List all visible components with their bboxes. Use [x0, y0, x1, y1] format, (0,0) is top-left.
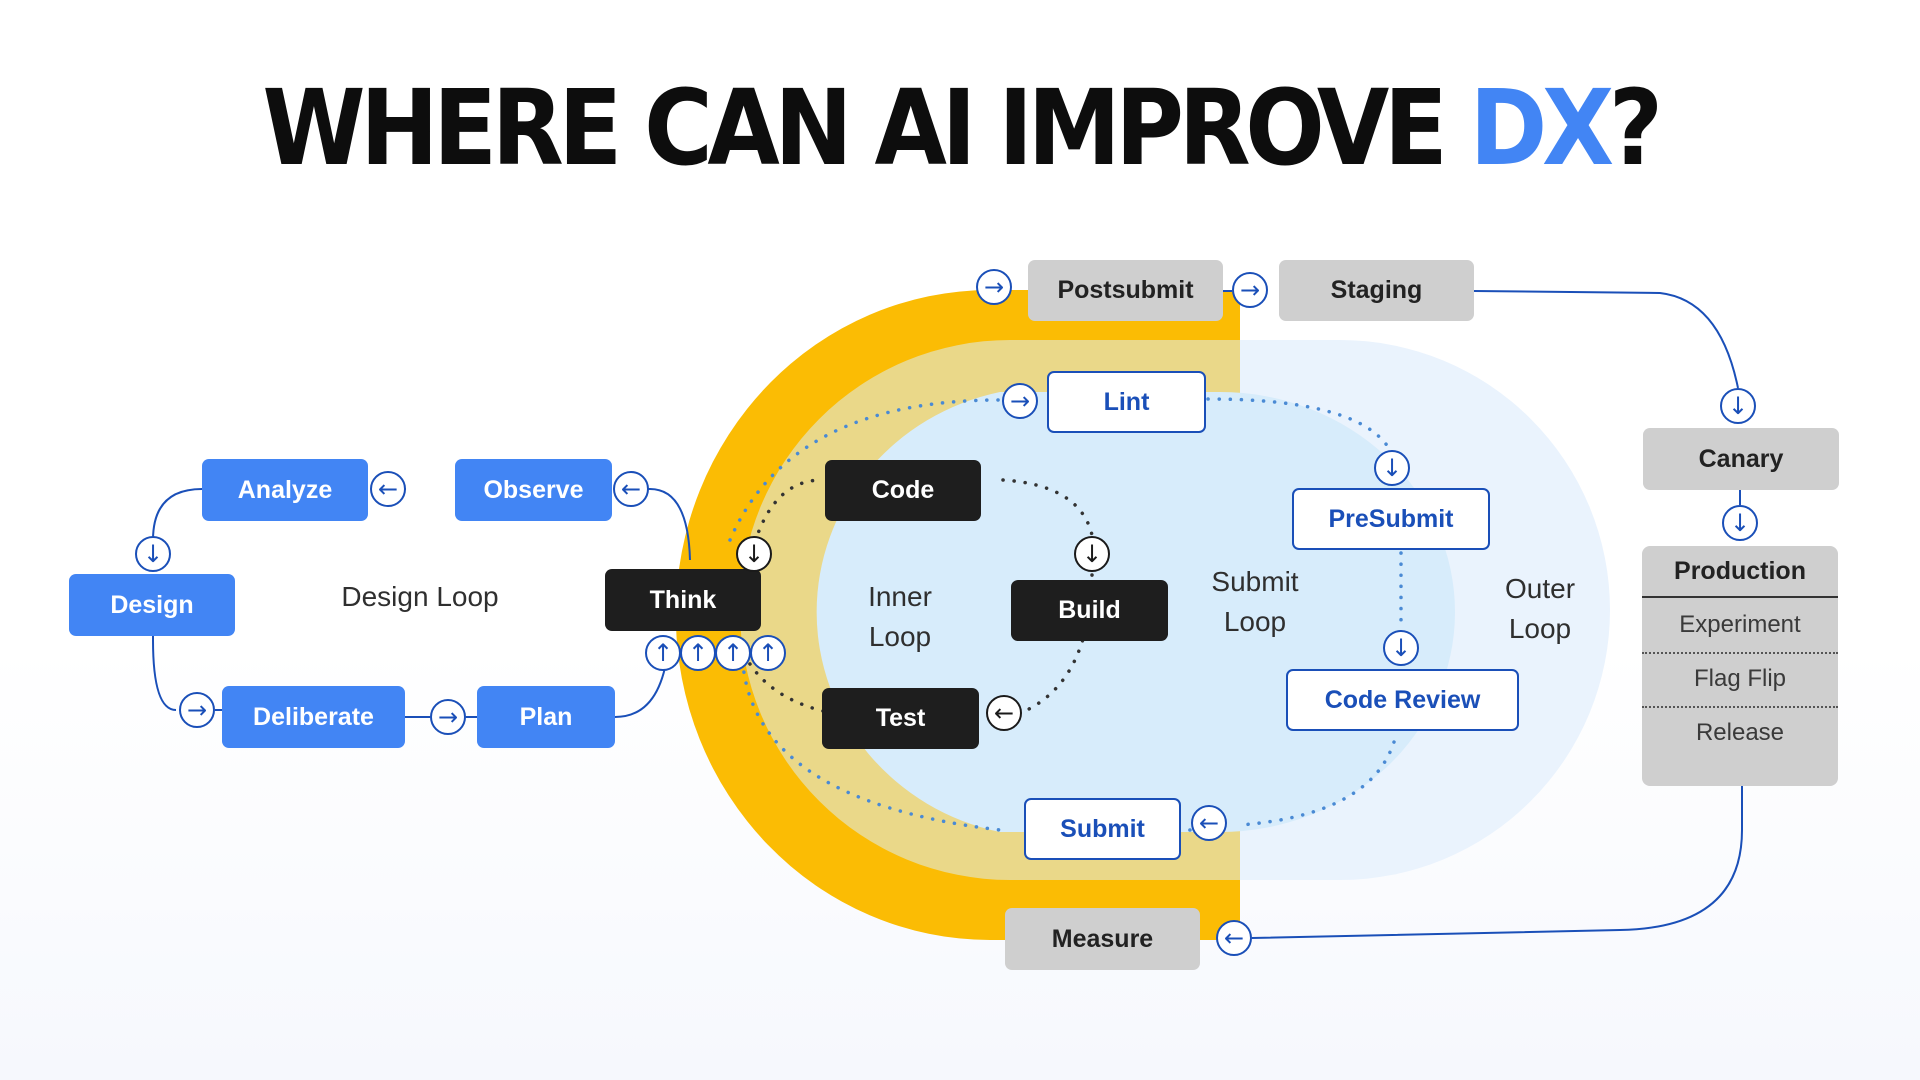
arrow-down-icon: ↓	[1722, 505, 1758, 541]
node-analyze[interactable]: Analyze	[202, 459, 368, 521]
arrow-down-icon: ↓	[1074, 536, 1110, 572]
node-presubmit[interactable]: PreSubmit	[1292, 488, 1490, 550]
node-lint[interactable]: Lint	[1047, 371, 1206, 433]
title-main: WHERE CAN AI IMPROVE	[262, 67, 1470, 189]
title-accent: DX	[1469, 67, 1614, 189]
inner-loop-label-line2: Loop	[868, 621, 932, 652]
inner-loop-label-line1: Inner	[868, 581, 932, 612]
arrow-down-icon: ↓	[1383, 630, 1419, 666]
node-test[interactable]: Test	[822, 688, 979, 749]
node-think[interactable]: Think	[605, 569, 761, 631]
node-measure[interactable]: Measure	[1005, 908, 1200, 970]
arrow-down-icon: ↓	[135, 536, 171, 572]
arrow-up-icon: ↑	[645, 635, 681, 671]
page-title: WHERE CAN AI IMPROVE DX?	[96, 58, 1824, 198]
arrow-right-icon: →	[430, 699, 466, 735]
node-submit[interactable]: Submit	[1024, 798, 1181, 860]
arrow-down-icon: ↓	[1374, 450, 1410, 486]
node-build[interactable]: Build	[1011, 580, 1168, 641]
node-observe[interactable]: Observe	[455, 459, 612, 521]
production-item-flag-flip[interactable]: Flag Flip	[1642, 652, 1838, 708]
arrow-left-icon: ←	[1191, 805, 1227, 841]
node-postsubmit[interactable]: Postsubmit	[1028, 260, 1223, 321]
arrow-left-icon: ←	[986, 695, 1022, 731]
production-title: Production	[1642, 546, 1838, 598]
arrow-left-icon: ←	[1216, 920, 1252, 956]
arrow-left-icon: ←	[370, 471, 406, 507]
outer-loop-connectors	[1223, 290, 1743, 939]
arrow-up-icon: ↑	[715, 635, 751, 671]
arrow-left-icon: ←	[613, 471, 649, 507]
node-plan[interactable]: Plan	[477, 686, 615, 748]
production-item-experiment[interactable]: Experiment	[1642, 598, 1838, 654]
node-code[interactable]: Code	[825, 460, 981, 521]
submit-loop-label-line2: Loop	[1223, 606, 1287, 637]
submit-loop-label-line1: Submit	[1211, 566, 1299, 597]
arrow-down-icon: ↓	[736, 536, 772, 572]
title-suffix: ?	[1608, 67, 1663, 189]
arrow-right-icon: →	[1002, 383, 1038, 419]
production-item-release[interactable]: Release	[1695, 719, 1785, 746]
node-code-review[interactable]: Code Review	[1286, 669, 1519, 731]
node-design[interactable]: Design	[69, 574, 235, 636]
production-panel: Production Experiment Flag Flip Release	[1642, 546, 1838, 786]
outer-loop-label-line2: Loop	[1508, 613, 1572, 644]
arrow-right-icon: →	[1232, 272, 1268, 308]
arrow-down-icon: ↓	[1720, 388, 1756, 424]
arrow-up-icon: ↑	[680, 635, 716, 671]
arrow-right-icon: →	[976, 269, 1012, 305]
arrow-up-icon: ↑	[750, 635, 786, 671]
node-staging[interactable]: Staging	[1279, 260, 1474, 321]
outer-loop-label-line1: Outer	[1504, 573, 1576, 604]
design-loop-label: Design Loop	[341, 581, 499, 612]
node-deliberate[interactable]: Deliberate	[222, 686, 405, 748]
arrow-right-icon: →	[179, 692, 215, 728]
node-canary[interactable]: Canary	[1643, 428, 1839, 490]
